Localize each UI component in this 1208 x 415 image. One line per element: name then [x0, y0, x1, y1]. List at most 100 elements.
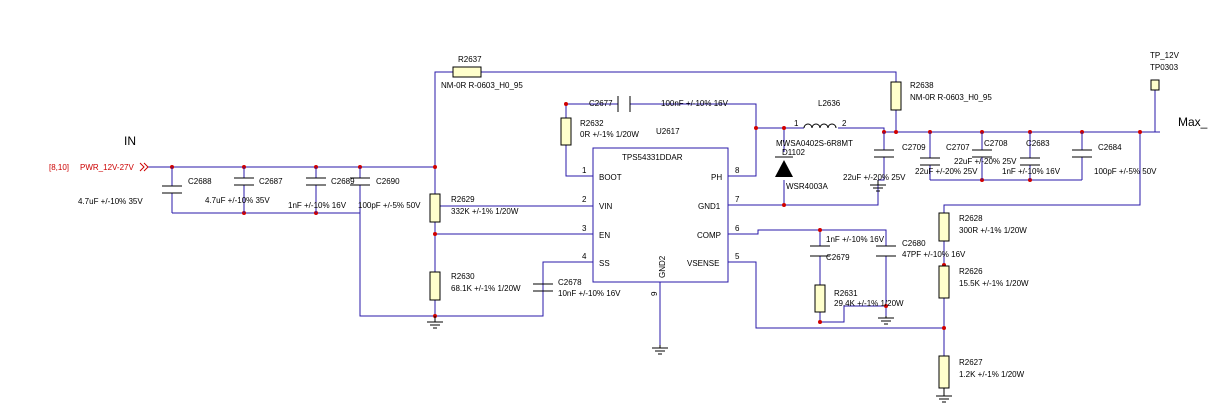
ground-icon — [878, 316, 894, 325]
pin-en-num: 3 — [582, 224, 587, 233]
c2707-ref: C2707 — [946, 143, 970, 152]
c2680-value: 47PF +/-10% 16V — [902, 250, 966, 259]
d1102-value: WSR4003A — [786, 182, 828, 191]
pwr-port-arrow — [139, 162, 149, 172]
ic-ref: U2617 — [656, 127, 680, 136]
ic-part: TPS54331DDAR — [622, 153, 683, 162]
pin-gnd2-num: 9 — [650, 291, 659, 296]
pin-boot-num: 1 — [582, 166, 587, 175]
d1102-ref: D1102 — [782, 148, 806, 157]
r2630-value: 68.1K +/-1% 1/20W — [451, 284, 521, 293]
r2628-value: 300R +/-1% 1/20W — [959, 226, 1027, 235]
r2626-body — [938, 265, 950, 299]
c2708-ref: C2708 — [984, 139, 1008, 148]
c2690-ref: C2690 — [376, 177, 400, 186]
l2636-pin1: 1 — [794, 119, 799, 128]
c2683-ref: C2683 — [1026, 139, 1050, 148]
c2677-value: 100nF +/-10% 16V — [661, 99, 729, 108]
pin-en-label: EN — [599, 231, 610, 240]
c2687-value: 4.7uF +/-10% 35V — [205, 196, 270, 205]
c2679-value: 1nF +/-10% 16V — [826, 235, 885, 244]
pin-comp-label: COMP — [697, 231, 721, 240]
r2638-ref: R2638 — [910, 81, 934, 90]
l2636-pin2: 2 — [842, 119, 847, 128]
c2684-value: 100pF +/-5% 50V — [1094, 167, 1157, 176]
test-point — [1150, 79, 1160, 91]
pin-vsense-label: VSENSE — [687, 259, 719, 268]
r2626-ref: R2626 — [959, 267, 983, 276]
c2688-value: 4.7uF +/-10% 35V — [78, 197, 143, 206]
tp-ref: TP0303 — [1150, 63, 1179, 72]
ground-icon — [427, 316, 443, 329]
r2637-value: NM-0R R-0603_H0_95 — [441, 81, 523, 90]
pin-gnd2-label: GND2 — [658, 255, 667, 278]
r2638-body — [890, 81, 902, 111]
junctions — [170, 102, 1142, 330]
c2689-ref: C2689 — [331, 177, 355, 186]
r2632-body — [560, 117, 572, 146]
r2626-value: 15.5K +/-1% 1/20W — [959, 279, 1029, 288]
r2637-body — [452, 66, 482, 78]
pin-vin-num: 2 — [582, 195, 587, 204]
ground-icon — [652, 345, 668, 355]
l2636-ref: L2636 — [818, 99, 841, 108]
resistors: R2637 NM-0R R-0603_H0_95 R2638 NM-0R R-0… — [429, 55, 1029, 389]
pin-comp-num: 6 — [735, 224, 740, 233]
net-labels: IN [8,10] PWR_12V-27V Max_ TP_12V TP0303 — [49, 51, 1208, 172]
pwr-net-name: PWR_12V-27V — [80, 163, 134, 172]
c2677-ref: C2677 — [589, 99, 613, 108]
r2637-ref: R2637 — [458, 55, 482, 64]
c2684-ref: C2684 — [1098, 143, 1122, 152]
max-net-label: Max_ — [1178, 115, 1208, 129]
c2709-ref: C2709 — [902, 143, 926, 152]
c2678-value: 10nF +/-10% 16V — [558, 289, 621, 298]
r2638-value: NM-0R R-0603_H0_95 — [910, 93, 992, 102]
pin-ph-label: PH — [711, 173, 722, 182]
tp-label: TP_12V — [1150, 51, 1180, 60]
pin-boot-label: BOOT — [599, 173, 622, 182]
r2627-value: 1.2K +/-1% 1/20W — [959, 370, 1025, 379]
r2627-ref: R2627 — [959, 358, 983, 367]
c2679-ref: C2679 — [826, 253, 850, 262]
c2689-value: 1nF +/-10% 16V — [288, 201, 347, 210]
pin-ss-label: SS — [599, 259, 610, 268]
r2629-value: 332K +/-1% 1/20W — [451, 207, 519, 216]
pin-ph-num: 8 — [735, 166, 740, 175]
r2630-ref: R2630 — [451, 272, 475, 281]
r2628-body — [938, 212, 950, 242]
r2629-body — [429, 193, 441, 223]
pwr-sheet-ref: [8,10] — [49, 163, 69, 172]
ground-icon — [936, 388, 952, 403]
c2707-value: 22uF +/-20% 25V — [915, 167, 978, 176]
r2629-ref: R2629 — [451, 195, 475, 204]
c2680-ref: C2680 — [902, 239, 926, 248]
pin-gnd1-label: GND1 — [698, 202, 721, 211]
r2631-ref: R2631 — [834, 289, 858, 298]
r2628-ref: R2628 — [959, 214, 983, 223]
c2687-ref: C2687 — [259, 177, 283, 186]
c2678-ref: C2678 — [558, 278, 582, 287]
inductor-l2636: L2636 1 2 MWSA0402S-6R8MT — [776, 99, 853, 148]
r2631-body — [814, 284, 826, 313]
pin-gnd1-num: 7 — [735, 195, 740, 204]
ground-symbols — [427, 180, 952, 403]
c2709-value: 22uF +/-20% 25V — [843, 173, 906, 182]
c2690-value: 100pF +/-5% 50V — [358, 201, 421, 210]
diode-d1102: D1102 WSR4003A — [775, 148, 828, 191]
ground-icon — [870, 180, 886, 192]
c2688-ref: C2688 — [188, 177, 212, 186]
r2632-ref: R2632 — [580, 119, 604, 128]
r2627-body — [938, 355, 950, 389]
r2632-value: 0R +/-1% 1/20W — [580, 130, 639, 139]
pin-vsense-num: 5 — [735, 252, 740, 261]
r2631-value: 29.4K +/-1% 1/20W — [834, 299, 904, 308]
pin-vin-label: VIN — [599, 202, 613, 211]
c2708-value: 22uF +/-20% 25V — [954, 157, 1017, 166]
c2683-value: 1nF +/-10% 16V — [1002, 167, 1061, 176]
in-label: IN — [124, 134, 136, 148]
l2636-part: MWSA0402S-6R8MT — [776, 139, 853, 148]
ic-u2617: U2617 TPS54331DDAR BOOT 1 VIN 2 EN 3 SS … — [582, 127, 740, 296]
r2630-body — [429, 271, 441, 301]
pin-ss-num: 4 — [582, 252, 587, 261]
